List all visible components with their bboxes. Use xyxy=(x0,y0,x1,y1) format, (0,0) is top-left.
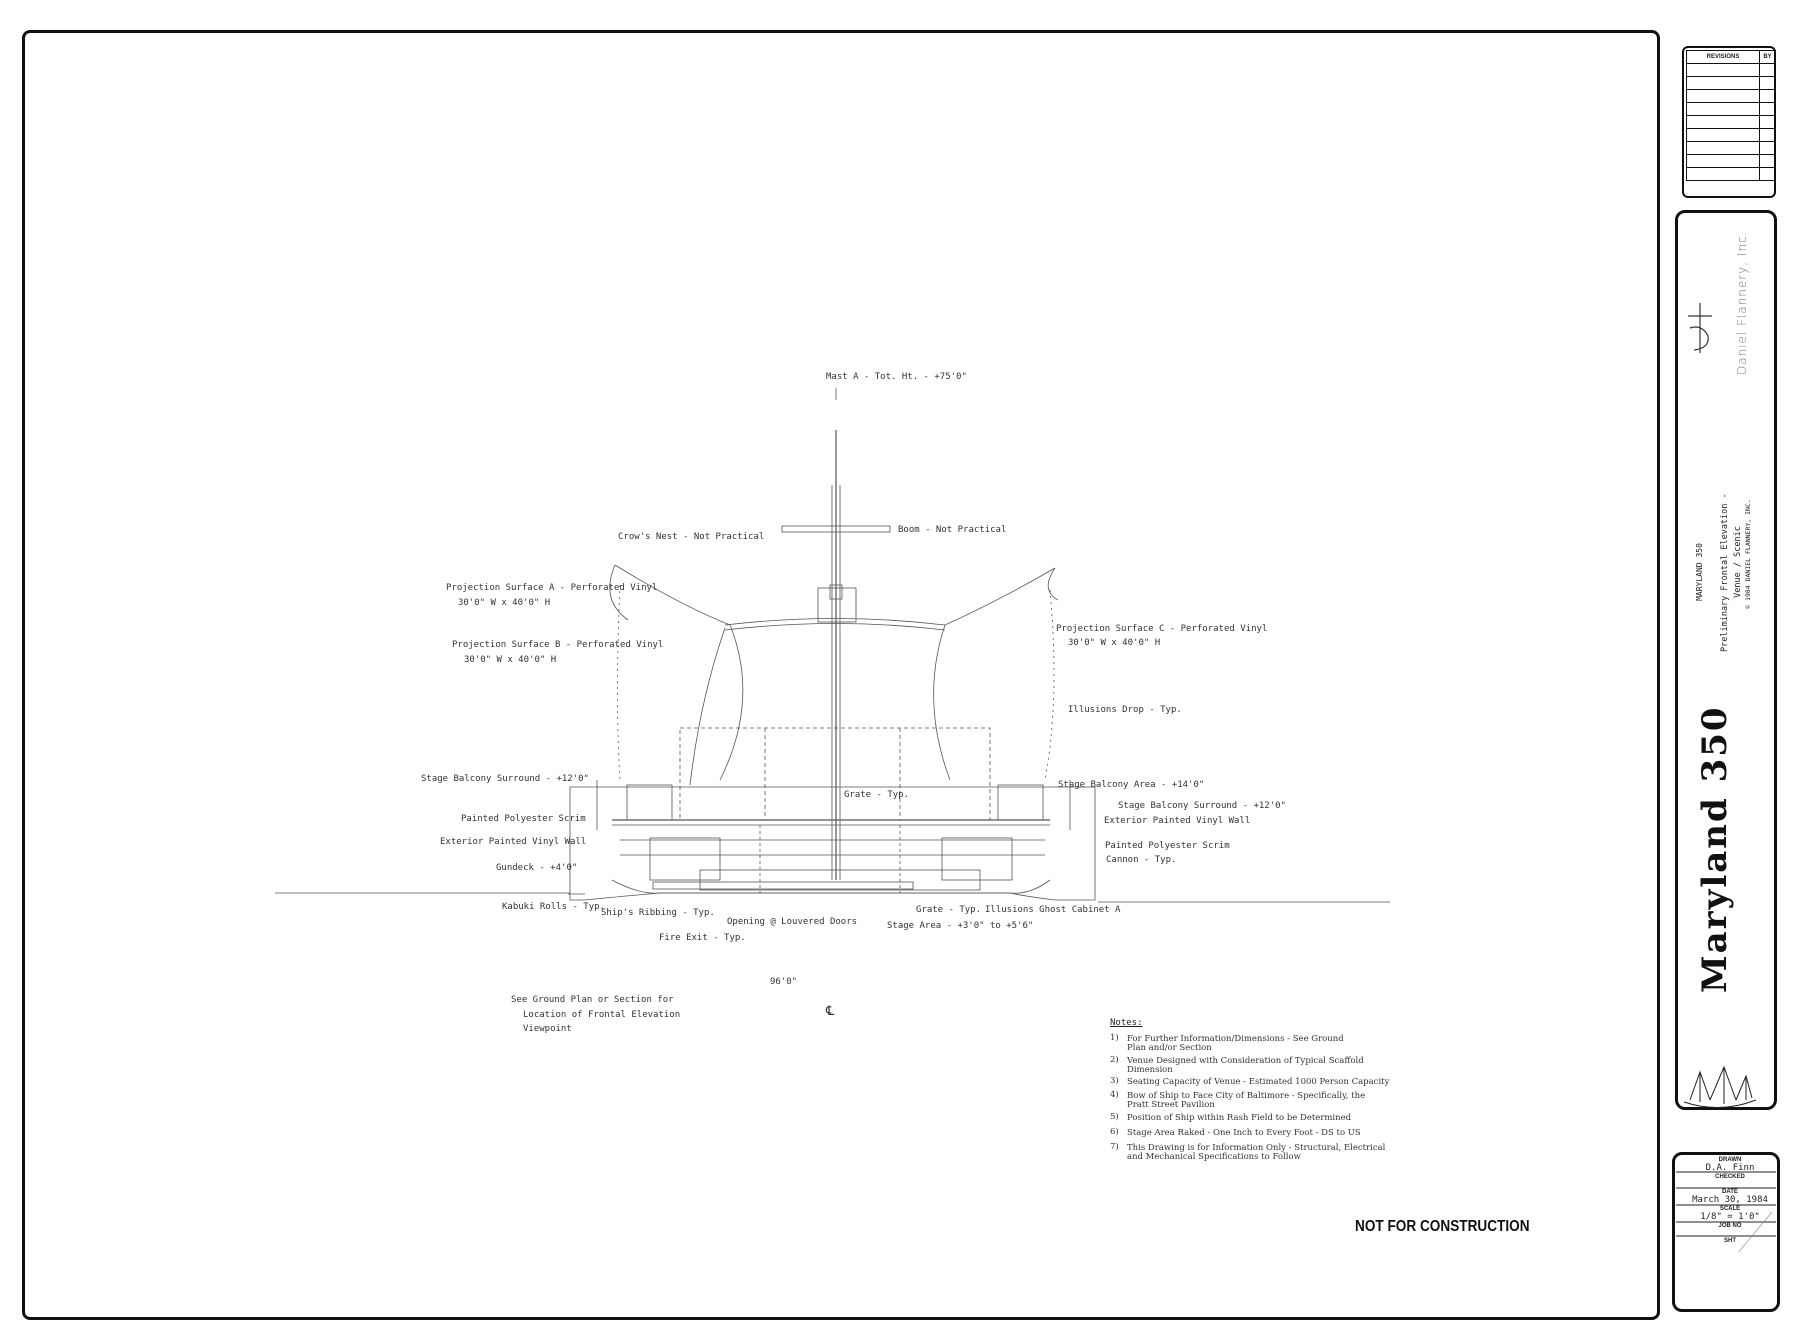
title-box xyxy=(1675,210,1777,1110)
project-name: MARYLAND 350 xyxy=(1695,543,1704,601)
label-illusions-drop: Illusions Drop - Typ. xyxy=(1068,705,1182,715)
ship-elevation-drawing xyxy=(275,388,1390,903)
label-see-ground-2: Location of Frontal Elevation xyxy=(523,1010,681,1020)
date-value: March 30, 1984 xyxy=(1692,1195,1768,1205)
label-grate-upper: Grate - Typ. xyxy=(844,790,910,800)
label-ribbing: Ship's Ribbing - Typ. xyxy=(601,908,715,918)
note-7-num: 7) xyxy=(1110,1142,1119,1152)
hull-bottom xyxy=(611,879,1051,894)
note-5-text: Position of Ship within Rash Field to be… xyxy=(1127,1113,1352,1123)
label-ghost-cabinet: Illusions Ghost Cabinet A xyxy=(985,905,1121,915)
note-2-text: Venue Designed with Consideration of Typ… xyxy=(1127,1056,1364,1075)
drawn-value: D.A. Finn xyxy=(1705,1163,1755,1173)
date-label: DATE xyxy=(1722,1189,1738,1195)
label-stage-area: Stage Area - +3'0" to +5'6" xyxy=(887,921,1034,931)
company-logo xyxy=(1688,303,1712,353)
note-5-num: 5) xyxy=(1110,1112,1119,1122)
lower-grate xyxy=(652,881,914,890)
label-louvered: Opening @ Louvered Doors xyxy=(727,917,858,927)
centerline-symbol: ℄ xyxy=(826,1004,835,1019)
label-stage-balcony-surround-right: Stage Balcony Surround - +12'0" xyxy=(1118,801,1286,811)
label-gundeck: Gundeck - +4'0" xyxy=(496,863,578,873)
sheet-title-1: Preliminary Frontal Elevation - xyxy=(1720,493,1730,652)
label-see-ground-1: See Ground Plan or Section for xyxy=(511,995,674,1005)
label-kabuki: Kabuki Rolls - Typ. xyxy=(502,902,605,912)
right-door xyxy=(941,837,1013,881)
illusions-frame xyxy=(679,727,991,821)
scale-value: 1/8" = 1'0" xyxy=(1700,1212,1760,1222)
note-1-text: For Further Information/Dimensions - See… xyxy=(1127,1034,1344,1053)
drawn-label: DRAWN xyxy=(1718,1157,1742,1163)
revisions-table: REVISIONS BY xyxy=(1686,50,1776,181)
label-projection-b-dim: 30'0" W x 40'0" H xyxy=(464,655,557,665)
label-grate-lower: Grate - Typ. xyxy=(916,905,982,915)
right-balcony xyxy=(997,784,1044,821)
note-3-text: Seating Capacity of Venue - Estimated 10… xyxy=(1127,1077,1390,1087)
boom xyxy=(781,525,891,533)
note-1-num: 1) xyxy=(1110,1033,1119,1043)
hull-outline xyxy=(569,786,1096,901)
note-6-text: Stage Area Raked - One Inch to Every Foo… xyxy=(1127,1128,1361,1138)
note-6-num: 6) xyxy=(1110,1127,1119,1137)
note-4-text: Bow of Ship to Face City of Baltimore - … xyxy=(1127,1091,1366,1110)
projection-surface-a xyxy=(614,564,744,781)
left-balcony xyxy=(626,784,673,821)
label-boom: Boom - Not Practical xyxy=(898,525,1007,535)
note-3-num: 3) xyxy=(1110,1076,1119,1086)
label-projection-c-dim: 30'0" W x 40'0" H xyxy=(1068,638,1161,648)
projection-surface-c xyxy=(933,567,1056,781)
details-dividers xyxy=(1676,1171,1776,1252)
main-yard xyxy=(724,618,946,626)
note-7-text: This Drawing is for Information Only - S… xyxy=(1127,1143,1386,1162)
ship-emblem-icon xyxy=(1683,1065,1757,1109)
label-mast: Mast A - Tot. Ht. - +75'0" xyxy=(826,372,967,382)
note-2-num: 2) xyxy=(1110,1055,1119,1065)
projection-surface-b xyxy=(689,627,726,786)
label-stage-balcony-area: Stage Balcony Area - +14'0" xyxy=(1058,780,1205,790)
crows-nest xyxy=(817,587,857,623)
scale-label: SCALE xyxy=(1719,1206,1741,1212)
job-label: JOB NO xyxy=(1718,1223,1742,1229)
label-painted-scrim-right: Painted Polyester Scrim xyxy=(1105,841,1230,851)
label-painted-scrim-left: Painted Polyester Scrim xyxy=(461,814,586,824)
company-name: Daniel Flannery, Inc. xyxy=(1735,230,1749,375)
label-projection-a-dim: 30'0" W x 40'0" H xyxy=(458,598,551,608)
label-fire-exit: Fire Exit - Typ. xyxy=(659,933,746,943)
sheet-label: SHT xyxy=(1724,1238,1736,1244)
label-ext-vinyl-left: Exterior Painted Vinyl Wall xyxy=(440,837,587,847)
label-projection-c: Projection Surface C - Perforated Vinyl xyxy=(1056,624,1268,634)
note-4-num: 4) xyxy=(1110,1090,1119,1100)
by-header: BY xyxy=(1759,50,1776,64)
label-projection-a: Projection Surface A - Perforated Vinyl xyxy=(446,583,658,593)
notes-heading: Notes: xyxy=(1110,1018,1143,1028)
left-door xyxy=(649,837,721,881)
label-width-dim: 96'0" xyxy=(770,977,798,987)
copyright: © 1984 DANIEL FLANNERY, INC. xyxy=(1744,499,1752,609)
label-projection-b: Projection Surface B - Perforated Vinyl xyxy=(452,640,664,650)
label-ext-vinyl-right: Exterior Painted Vinyl Wall xyxy=(1104,816,1251,826)
label-cannon: Cannon - Typ. xyxy=(1106,855,1177,865)
label-see-ground-3: Viewpoint xyxy=(523,1024,572,1034)
checked-label: CHECKED xyxy=(1715,1174,1745,1180)
not-for-construction-stamp: NOT FOR CONSTRUCTION xyxy=(1355,1218,1530,1235)
label-crows-nest: Crow's Nest - Not Practical xyxy=(618,532,765,542)
revisions-header: REVISIONS xyxy=(1686,50,1760,64)
big-title: Maryland 350 xyxy=(1695,705,1735,993)
label-stage-balcony-surround-left: Stage Balcony Surround - +12'0" xyxy=(421,774,589,784)
